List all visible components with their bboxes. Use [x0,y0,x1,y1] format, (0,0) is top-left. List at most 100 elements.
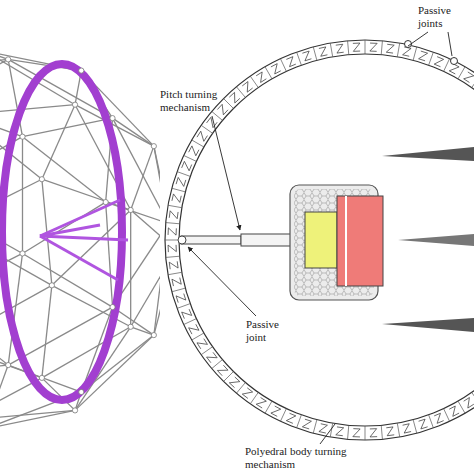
sphere-strut [130,210,131,327]
ring-link [229,92,240,103]
ring-link [403,424,412,433]
ring-cell [201,125,212,133]
ring-cell [444,409,450,422]
ring-link [370,429,377,437]
ring-cell [250,76,258,87]
sphere-strut [75,335,154,410]
ring-cell [313,47,317,61]
sphere-joint [72,102,77,107]
ring-cell [224,99,234,109]
ring-cell [172,288,186,292]
ring-link [370,43,377,51]
shaft [345,196,347,286]
ring-cell [472,392,474,403]
sphere-strut [131,250,160,327]
sphere-strut [154,146,160,223]
sphere-strut [75,327,131,411]
sphere-joint [39,375,44,380]
ring-link [386,427,394,436]
ring-link [336,44,344,53]
ring-link [403,47,412,56]
ring-link [286,413,295,423]
leader-line [448,32,452,56]
ring-cell [444,59,450,72]
ring-link [168,245,176,252]
sphere-strut [106,202,113,307]
sphere-strut [0,59,8,102]
ring-link [169,261,178,269]
ring-link [176,177,186,186]
ring-link [172,194,181,203]
ring-link [464,72,474,82]
ring-link [302,419,311,429]
ring-cell [472,76,474,87]
ring-link [271,64,281,74]
ring-cell [413,47,417,61]
leader-line [320,424,335,444]
sphere-joint [151,144,156,149]
ring-cell [166,223,180,224]
ring-cell [397,423,399,437]
callout-label: Passive joints [418,4,472,30]
ring-cell [177,172,190,177]
sphere-joint [72,408,77,413]
sphere-joint [6,362,11,367]
ring-link [197,339,207,349]
ring-cell [192,333,204,340]
callout-label: Pitch turning mechanism [160,88,240,114]
ring-link [182,309,192,318]
passive-joint [178,236,186,244]
sphere-joint [110,304,115,309]
ring-cell [280,409,286,422]
ring-cell [280,59,286,72]
geodesic-sphere [0,48,160,431]
ring-cell [166,256,180,257]
ring-link [229,377,240,388]
ring-link [217,365,228,376]
ring-cell [458,67,465,79]
ring-link [217,104,228,115]
ring-cell [397,43,399,57]
leader-line [408,32,428,46]
callout-label: Polyedral body turning mechanism [245,445,375,471]
sphere-joint [79,68,84,73]
ring-link [449,64,459,74]
ring-cell [297,52,302,65]
ring-link [336,427,344,436]
sphere-strut [0,105,75,115]
ring-link [197,131,207,141]
ring-link [449,406,459,416]
ring-link [353,43,360,51]
sphere-joint [151,332,156,337]
ring-cell [192,140,204,147]
yellow-block [305,212,337,268]
purple-spoke [40,225,100,236]
ring-cell [177,304,190,309]
ring-link [386,44,394,53]
sphere-joint [20,251,25,256]
ring-link [242,388,252,399]
ring-cell [429,52,434,65]
spike [382,318,474,332]
ring-link [286,57,295,67]
sphere-strut [22,253,112,307]
ring-link [319,47,328,56]
sphere-strut [22,137,105,202]
ring-cell [184,319,197,325]
ring-cell [201,347,212,355]
sphere-joint [49,283,54,288]
sphere-joint [128,207,133,212]
sphere-strut [0,410,75,420]
ring-cell [365,426,366,440]
purple-ring [2,64,122,400]
sphere-joint [6,57,11,62]
spike [382,147,474,161]
ring-link [189,324,199,334]
ring-cell [429,415,434,428]
purple-spoke [40,236,118,280]
ring-link [464,398,474,408]
passive-joint [451,58,458,65]
ring-link [242,82,252,93]
ring-link [189,146,199,156]
